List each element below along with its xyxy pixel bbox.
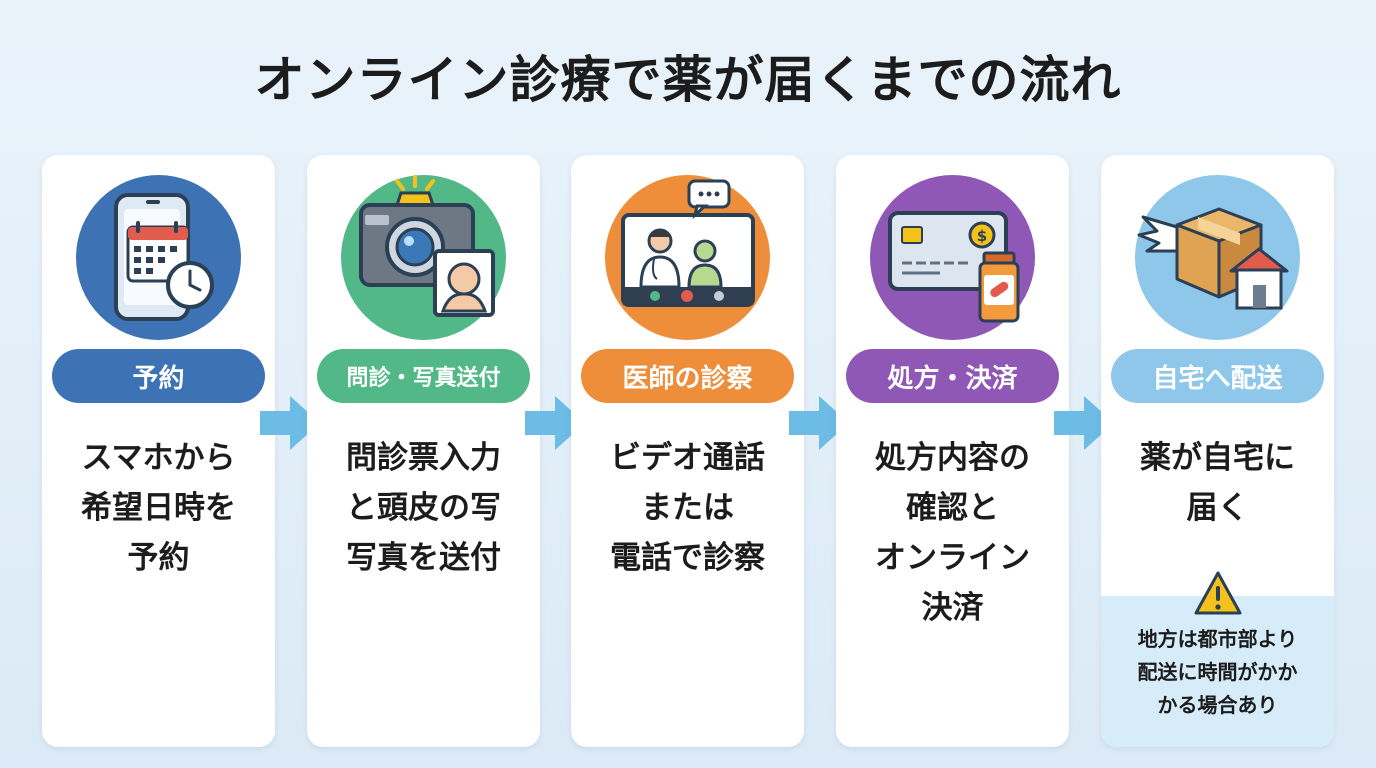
delivery-note-box [1101,596,1334,747]
step-card-examination: 医師の診察 ビデオ通話 または 電話で診察 [571,155,804,747]
step-card-questionnaire: 問診・写真送付 問診票入力 と頭皮の写 写真を送付 [307,155,540,747]
step-card-prescription-payment: $ 処方・決済 処方内容の 確認と オンライン 決済 [836,155,1069,747]
step-description-examination: ビデオ通話 または 電話で診察 [610,440,765,576]
step-card-home-delivery: 自宅へ配送 薬が自宅に 届く 地方は都市部より 配送に時間がかか かる場合あり [1101,155,1334,747]
step-description-home-delivery: 薬が自宅に 届く [1140,440,1295,526]
smartphone-calendar-clock-icon [76,175,241,340]
step-description-prescription-payment: 処方内容の 確認と オンライン 決済 [875,440,1030,626]
step-description-questionnaire: 問診票入力 と頭皮の写 写真を送付 [346,440,501,576]
page-title: オンライン診療で薬が届くまでの流れ [254,51,1122,109]
step-label-questionnaire: 問診・写真送付 [317,349,530,403]
step-label-home-delivery: 自宅へ配送 [1111,349,1324,403]
credit-card-medicine-icon: $ [870,175,1035,340]
step-label-reservation: 予約 [52,349,265,403]
flying-package-house-icon [1135,175,1300,340]
svg-text:$: $ [977,227,987,245]
step-card-reservation: 予約 スマホから 希望日時を 予約 [42,155,275,747]
step-label-prescription-payment: 処方・決済 [846,349,1059,403]
flow-arrow-2 [525,396,585,450]
flow-arrow-4 [1054,396,1114,450]
flow-arrow-3 [789,396,849,450]
video-call-doctor-icon [605,175,770,340]
flow-arrow-1 [260,396,320,450]
camera-face-photo-icon [341,175,506,340]
delivery-note-text: 地方は都市部より 配送に時間がかか かる場合あり [1137,627,1298,717]
warning-icon [1194,571,1242,615]
step-label-examination: 医師の診察 [581,349,794,403]
step-description-reservation: スマホから 希望日時を 予約 [81,440,236,576]
